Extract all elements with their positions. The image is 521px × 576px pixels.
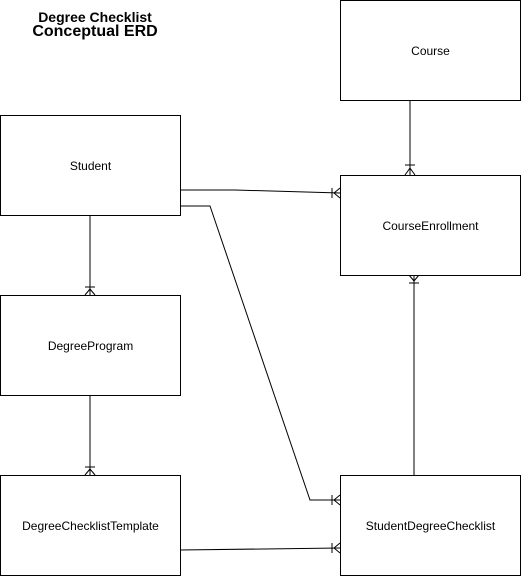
entity-student-label: Student xyxy=(69,158,112,173)
edge-course-courseenrollment xyxy=(404,100,416,176)
entity-student-degree-checklist[interactable]: StudentDegreeChecklist xyxy=(340,475,521,576)
edge-student-degreeprogram xyxy=(84,215,96,296)
entity-student-degree-checklist-label: StudentDegreeChecklist xyxy=(365,518,496,533)
entity-degree-program-label: DegreeProgram xyxy=(47,338,134,353)
entity-degree-checklist-template[interactable]: DegreeChecklistTemplate xyxy=(0,475,181,576)
diagram-subtitle: Conceptual ERD xyxy=(32,23,158,40)
diagram-title: Degree Checklist xyxy=(38,9,152,25)
edge-student-studentdegreechecklist xyxy=(180,205,341,506)
entity-degree-program[interactable]: DegreeProgram xyxy=(0,295,181,396)
entity-student[interactable]: Student xyxy=(0,115,181,216)
entity-degree-checklist-template-label: DegreeChecklistTemplate xyxy=(22,518,159,533)
edge-degreeprogram-degreechecklisttemplate xyxy=(84,395,96,476)
edge-template-studentdegreechecklist xyxy=(179,542,341,554)
entity-course[interactable]: Course xyxy=(340,0,521,101)
edge-courseenrollment-studentdegreechecklist xyxy=(408,274,420,475)
entity-course-enrollment-label: CourseEnrollment xyxy=(382,218,479,233)
entity-course-enrollment[interactable]: CourseEnrollment xyxy=(340,175,521,276)
entity-course-label: Course xyxy=(411,43,450,58)
edge-student-courseenrollment xyxy=(180,187,341,199)
